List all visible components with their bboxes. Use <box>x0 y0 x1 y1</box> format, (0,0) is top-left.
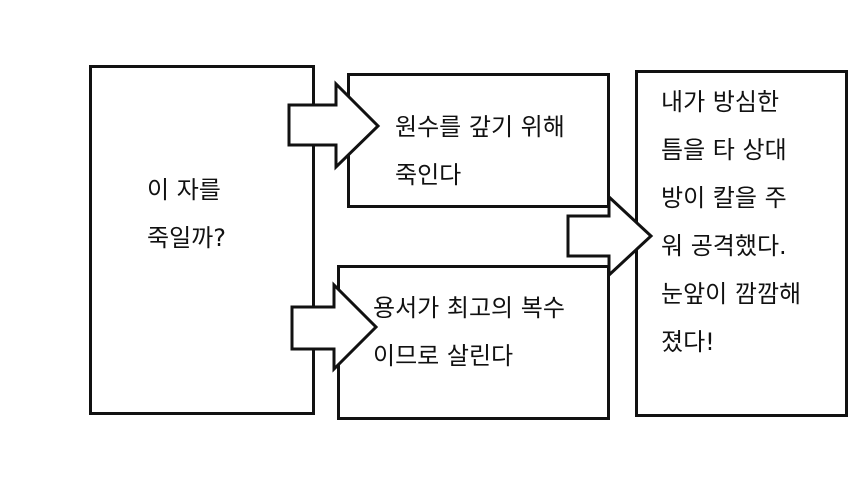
forgive-option-label: 용서가 최고의 복수 이므로 살린다 <box>373 294 565 370</box>
outcome-box <box>635 70 848 417</box>
question-label: 이 자를 죽일까? <box>147 176 226 252</box>
question-box <box>89 65 315 415</box>
arrow-to-forgive <box>290 281 379 373</box>
revenge-option-label: 원수를 갚기 위해 죽인다 <box>395 113 565 189</box>
arrow-to-revenge <box>287 80 381 171</box>
revenge-option-box <box>347 73 610 208</box>
forgive-option-box <box>337 265 610 420</box>
outcome-label: 내가 방심한 틈을 타 상대 방이 칼을 주 워 공격했다. 눈앞이 깜깜해 졌… <box>661 88 802 356</box>
arrow-to-outcome <box>566 193 654 279</box>
